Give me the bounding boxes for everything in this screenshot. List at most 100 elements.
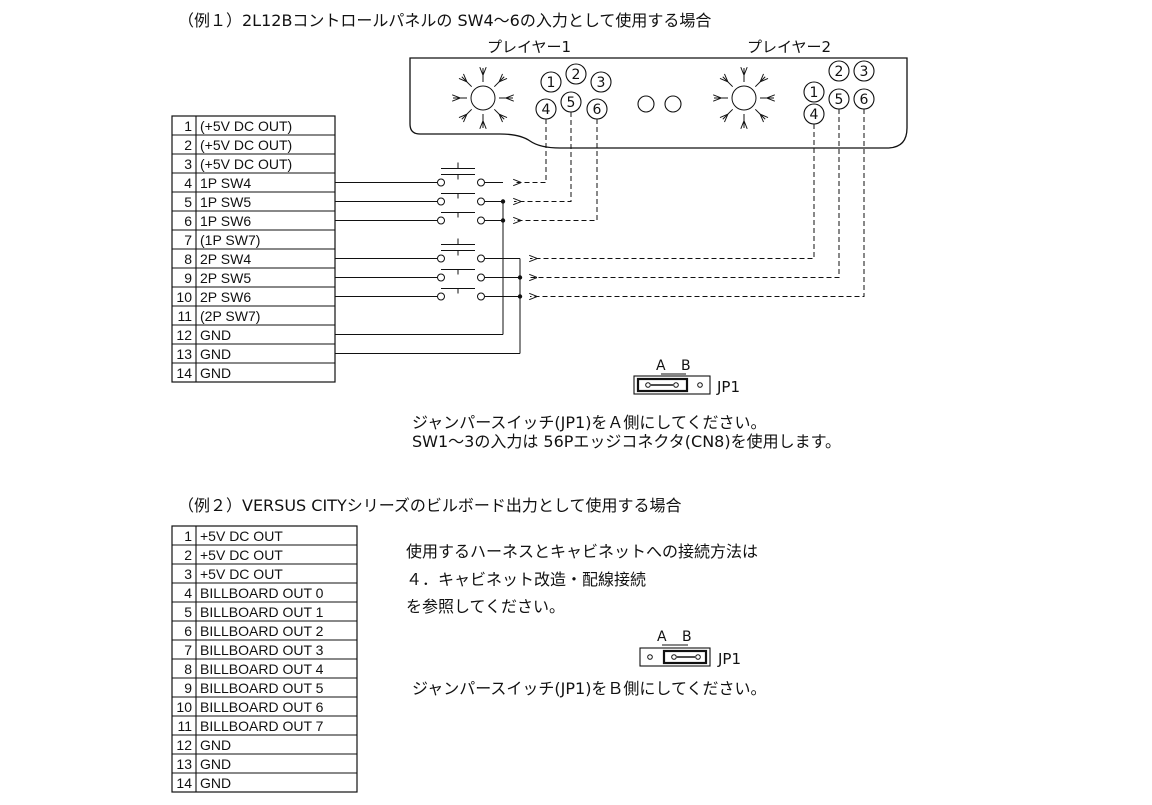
- button-2-icon: 2: [565, 63, 587, 85]
- jumper-a-label: A: [657, 629, 667, 645]
- button-number-label: 4: [810, 107, 819, 123]
- jumper-label: JP1: [717, 650, 741, 668]
- pin-number: 14: [176, 775, 192, 791]
- pin-number: 7: [184, 642, 192, 658]
- pin-number: 14: [176, 365, 192, 381]
- jumper-a-label: A: [656, 358, 666, 374]
- pin-label: GND: [200, 327, 231, 343]
- connector-row: 5 BILLBOARD OUT 1: [184, 604, 323, 620]
- connector-row: 7 BILLBOARD OUT 3: [184, 642, 323, 658]
- player1-label: プレイヤー1: [487, 38, 571, 56]
- button-number-label: 2: [572, 67, 581, 83]
- note-line-b: ジャンパースイッチ(JP1)をＢ側にしてください。: [412, 679, 766, 698]
- joystick-icon: [714, 68, 774, 128]
- pin-number: 10: [176, 289, 192, 305]
- jumper-b-label: B: [681, 358, 691, 374]
- pin-label: (+5V DC OUT): [200, 118, 292, 134]
- pin-number: 9: [184, 270, 192, 286]
- start-button-icon: [637, 95, 655, 113]
- pin-label: BILLBOARD OUT 6: [200, 699, 324, 715]
- jumper-jp1-example2: A B JP1: [639, 629, 741, 668]
- pin-number: 11: [177, 308, 192, 324]
- joystick-icon: [453, 68, 513, 128]
- connector-row: 10 2P SW6: [176, 289, 251, 305]
- connector-row: 2(+5V DC OUT): [184, 137, 292, 153]
- button-number-label: 3: [860, 64, 869, 80]
- button-number-label: 1: [810, 85, 819, 101]
- pin-label: 1P SW4: [200, 175, 251, 191]
- pin-label: BILLBOARD OUT 1: [200, 604, 324, 620]
- pin-label: 2P SW4: [200, 251, 251, 267]
- button-number-label: 4: [542, 102, 551, 118]
- connector-row: 10 BILLBOARD OUT 6: [176, 699, 323, 715]
- harness-text-line-3: を参照してください。: [406, 597, 565, 616]
- connector-row: 1(+5V DC OUT): [184, 118, 292, 134]
- connector-row: 2+5V DC OUT: [184, 547, 283, 563]
- button-number-label: 6: [860, 92, 869, 108]
- connector-row: 12 GND: [176, 327, 231, 343]
- pin-number: 6: [184, 623, 192, 639]
- example1-title: （例１）2L12Bコントロールパネルの SW4～6の入力として使用する場合: [178, 11, 711, 30]
- button-1-icon: 1: [540, 71, 562, 93]
- pin-label: GND: [200, 365, 231, 381]
- connector-row: 11 (2P SW7): [177, 308, 260, 324]
- button-number-label: 5: [835, 92, 844, 108]
- connector-row: 4 BILLBOARD OUT 0: [184, 585, 323, 601]
- pin-label: BILLBOARD OUT 3: [200, 642, 324, 658]
- player2-label: プレイヤー2: [747, 38, 831, 56]
- pin-number: 12: [176, 327, 192, 343]
- jumper-label: JP1: [716, 378, 740, 396]
- pin-number: 5: [184, 604, 192, 620]
- pin-label: GND: [200, 737, 231, 753]
- button-number-label: 3: [597, 75, 606, 91]
- pin-label: BILLBOARD OUT 2: [200, 623, 324, 639]
- button-number-label: 5: [567, 95, 576, 111]
- button-4-icon: 4: [803, 103, 825, 125]
- connector-table-example1: 1(+5V DC OUT) 2(+5V DC OUT) 3(+5V DC OUT) 4…: [171, 115, 336, 383]
- pin-label: BILLBOARD OUT 0: [200, 585, 324, 601]
- pin-label: +5V DC OUT: [200, 547, 283, 563]
- connector-row: 3(+5V DC OUT): [184, 156, 292, 172]
- wiring-example1: [335, 109, 865, 354]
- button-number-label: 2: [835, 64, 844, 80]
- pin-number: 10: [176, 699, 192, 715]
- start-button-icon: [664, 95, 682, 113]
- button-5-icon: 5: [560, 91, 582, 113]
- button-6-icon: 6: [586, 98, 608, 120]
- pin-label: GND: [200, 346, 231, 362]
- pin-number: 3: [184, 566, 192, 582]
- pin-number: 4: [184, 585, 192, 601]
- pin-label: 2P SW5: [200, 270, 251, 286]
- pin-label: BILLBOARD OUT 4: [200, 661, 324, 677]
- control-panel: [409, 57, 908, 149]
- harness-text-line-2: ４．キャビネット改造・配線接続: [406, 570, 646, 589]
- example2-title: （例２）VERSUS CITYシリーズのビルボード出力として使用する場合: [178, 496, 681, 515]
- connector-row: 14 GND: [176, 365, 231, 381]
- connector-row: 6 BILLBOARD OUT 2: [184, 623, 323, 639]
- pin-label: GND: [200, 775, 231, 791]
- pin-label: 2P SW6: [200, 289, 251, 305]
- pin-label: BILLBOARD OUT 5: [200, 680, 324, 696]
- button-number-label: 6: [593, 102, 602, 118]
- pin-number: 7: [184, 232, 192, 248]
- button-1-icon: 1: [803, 81, 825, 103]
- connector-row: 9 2P SW5: [184, 270, 251, 286]
- pin-label: +5V DC OUT: [200, 528, 283, 544]
- button-4-icon: 4: [535, 98, 557, 120]
- jumper-jp1-example1: A B JP1: [633, 358, 740, 396]
- pin-label: (+5V DC OUT): [200, 156, 292, 172]
- pin-label: (1P SW7): [200, 232, 260, 248]
- pin-label: BILLBOARD OUT 7: [200, 718, 324, 734]
- button-3-icon: 3: [590, 71, 612, 93]
- pin-label: (2P SW7): [200, 308, 260, 324]
- pin-label: GND: [200, 756, 231, 772]
- button-number-label: 1: [547, 75, 556, 91]
